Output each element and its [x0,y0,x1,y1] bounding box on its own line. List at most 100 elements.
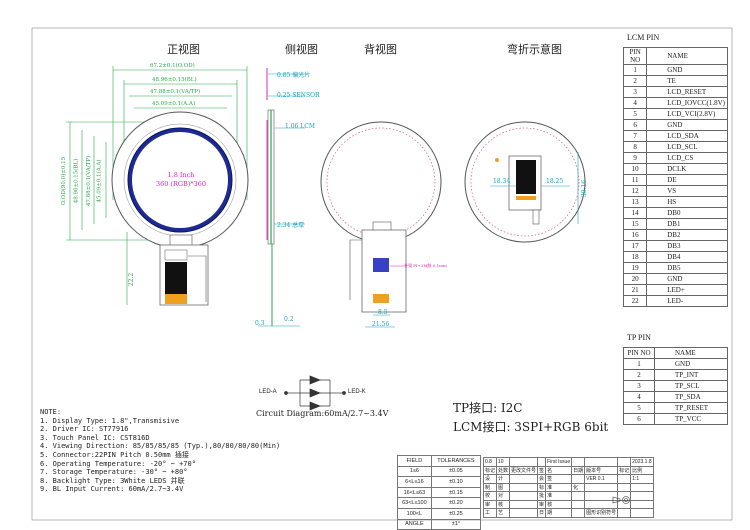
title-block-cell [509,474,539,484]
title-block-cell: 艺 [496,508,511,518]
title-block-cell: 计 [496,474,511,484]
title-block-cell: 1:1 [630,474,654,484]
lcm-pin-name: LCD_VCI(2.8V) [646,108,728,120]
side-view [258,68,305,327]
title-block-row: 制图标准化 [482,482,654,492]
title-block-row: 标记处数更改文件号签名日期版本号标记比例 [482,465,654,475]
circuit-diagram [284,375,346,411]
lcm-pin-no: 10 [622,163,648,175]
circuit-caption: Circuit Diagram:60mA/2.7~3.4V [256,409,389,418]
lcm-pin-name: LCD_IOVCC(1.8V) [646,97,728,109]
title-block-cell: 0.8 [482,457,498,467]
title-block-row: 校对批准 [482,491,654,501]
tp-pin-no: 1 [623,358,655,370]
title-block-cell [630,482,654,492]
title-block-cell: 日 [537,508,547,518]
lcm-pin-title: LCM PIN [627,33,660,42]
led-a-label: LED-A [259,389,277,395]
title-block-cell: 更改文件号 [509,465,539,475]
title-block-cell: 日期 [571,465,586,475]
title-block-cell: 图形识别符号 [584,508,619,518]
side-dim-f: 0.2 [284,316,294,323]
lcm-pin-name: DB1 [646,218,728,230]
title-block-cell: 准 [545,491,573,501]
note-line: 5. Connector:22PIN Pitch 0.50mm 插接 [40,450,189,459]
lcm-pin-no: 16 [622,229,648,241]
lcm-pin-no: 5 [622,108,648,120]
title-block-cell: 对 [496,491,511,501]
tp-pin-header-no: PIN NO [623,347,655,359]
title-block-cell: 名 [545,465,573,475]
tolerance-field: ANGLE [397,518,432,530]
bend-dim-right: 18.25 [546,178,564,185]
bend-view-title: 弯折示意图 [507,43,562,56]
front-connector-chip [165,262,187,294]
back-dim-w1: 8.5 [378,309,388,316]
bend-dim-height: 30.16 [581,179,589,198]
screen-size-label: 1.8 Inch [167,171,195,179]
front-dim-outer: 67.2±0.1(O.OD) [150,63,195,69]
title-block-cell: 版本号 [584,465,619,475]
front-dimension-lines [66,66,248,305]
note-line: 4. Viewing Direction: 85/85/85/85 (Typ.)… [40,442,281,451]
tolerance-value: ±0.15 [430,486,482,499]
lcm-pin-no: 4 [622,97,648,109]
title-block-cell [571,499,586,509]
title-block-cell: 2023.1.8 [630,457,654,467]
lcm-pin-name: DCLK [646,163,728,175]
title-block-cell [509,491,539,501]
note-line: 7. Storage Temperature: -30° ~ +80° [40,468,188,477]
tp-pin-name: TP_RESET [654,402,728,414]
tolerance-row: 6<L≤16±0.10 [397,476,482,488]
front-fpc-tail [188,255,207,302]
back-view-title: 背视图 [364,43,397,56]
lcm-pin-no: 1 [622,64,648,76]
side-dim-lcm: 1.06 LCM [285,123,315,130]
tolerance-field: 6<L≤16 [397,476,432,488]
title-block-cell: 签 [545,474,573,484]
lcm-pin-no: 2 [622,75,648,87]
title-block-cell: 制 [482,482,498,492]
title-block-cell: 签 [537,465,547,475]
title-block-cell: 标记 [617,465,632,475]
tolerance-header-field: FIELD [397,455,432,467]
lcm-pin-name: GND [646,64,728,76]
title-block-cell: 核 [496,499,511,509]
back-view [320,121,442,328]
back-fpc-gold [373,294,389,303]
side-dim-e: 0.3 [255,320,265,327]
title-block-cell [571,491,586,501]
lcm-pin-header-no: PIN NO [622,47,648,65]
front-vdim-bl: 48.96±0.15(BL) [73,158,80,204]
title-block-cell [509,482,539,492]
lcm-interface: LCM接口: 3SPI+RGB 6bit [453,420,609,434]
lcm-pin-name: GND [646,273,728,285]
title-block-cell [617,482,632,492]
tolerance-value: ±1° [430,518,482,530]
title-block-cell: 设 [482,474,498,484]
lcm-pin-name: LCD_SCL [646,141,728,153]
projection-symbol-icon [612,496,630,504]
title-block-cell: 期 [545,508,573,518]
front-view-title: 正视图 [167,43,200,56]
lcm-pin-no: 15 [622,218,648,230]
back-dim-w2: 21.56 [372,321,390,328]
lcm-pin-no: 12 [622,185,648,197]
title-block-cell: 工 [482,508,498,518]
note-line: 2. Driver IC: ST77916 [40,425,129,434]
lcm-pin-no: 14 [622,207,648,219]
title-block-cell: VER 0.1 [584,474,619,484]
lcm-pin-name: GND [646,119,728,131]
